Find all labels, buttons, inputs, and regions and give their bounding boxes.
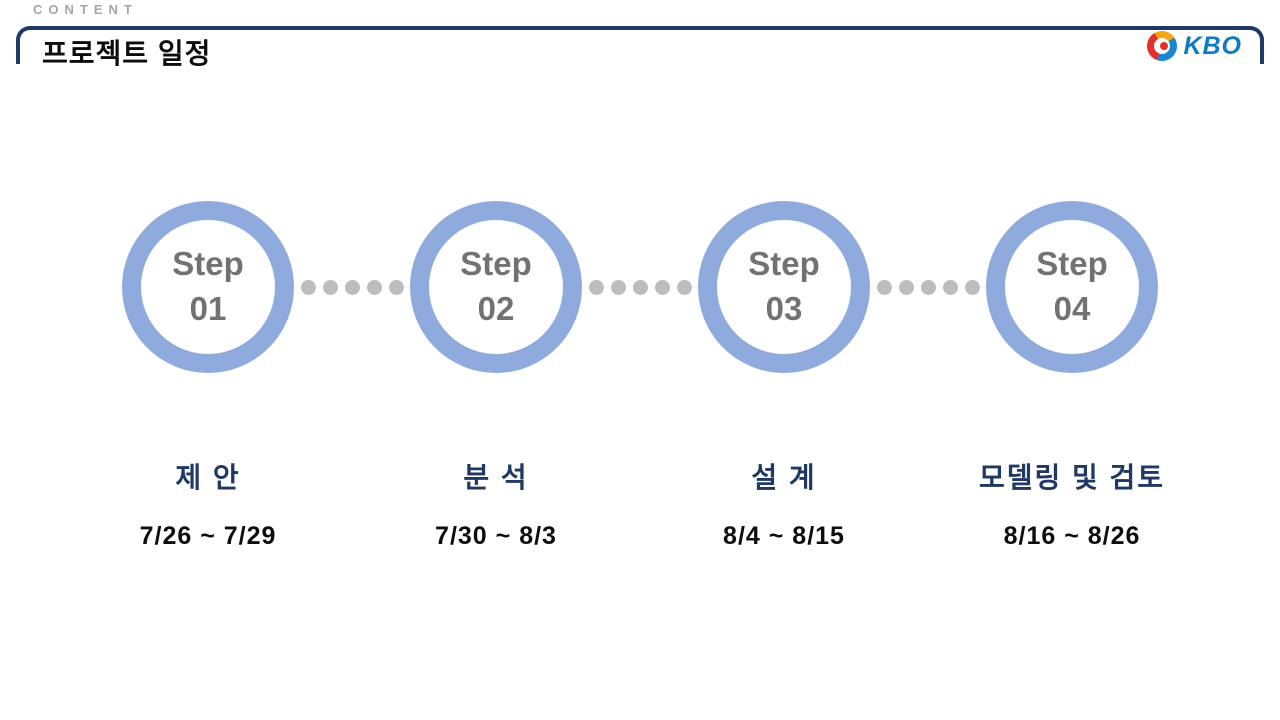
step-column-03: 설 계 8/4 ~ 8/15 bbox=[640, 456, 928, 551]
eyebrow-label: CONTENT bbox=[33, 2, 138, 17]
dot bbox=[610, 279, 626, 295]
dot bbox=[942, 279, 958, 295]
step-label: 제 안 bbox=[175, 462, 241, 493]
dot bbox=[876, 279, 892, 295]
step-column-02: 분 석 7/30 ~ 8/3 bbox=[352, 456, 640, 551]
dot bbox=[920, 279, 936, 295]
step-word: Step bbox=[1036, 245, 1108, 283]
step-word: Step bbox=[748, 245, 820, 283]
step-circle-03: Step 03 bbox=[698, 201, 870, 373]
step-number: 03 bbox=[765, 290, 803, 327]
dot bbox=[344, 279, 360, 295]
dots-connector bbox=[294, 279, 410, 295]
dot bbox=[322, 279, 338, 295]
step-label: 설 계 bbox=[751, 462, 817, 493]
dot bbox=[632, 279, 648, 295]
dot bbox=[388, 279, 404, 295]
dots-connector bbox=[870, 279, 986, 295]
dots-connector bbox=[582, 279, 698, 295]
step-number: 01 bbox=[189, 290, 227, 327]
step-label: 분 석 bbox=[463, 462, 529, 493]
dot bbox=[676, 279, 692, 295]
dot bbox=[300, 279, 316, 295]
dot bbox=[366, 279, 382, 295]
page-title: 프로젝트 일정 bbox=[42, 38, 212, 69]
step-column-01: 제 안 7/26 ~ 7/29 bbox=[64, 456, 352, 551]
step-circle-01: Step 01 bbox=[122, 201, 294, 373]
labels-row: 제 안 7/26 ~ 7/29 분 석 7/30 ~ 8/3 설 계 8/4 ~… bbox=[64, 456, 1216, 551]
step-dates: 8/4 ~ 8/15 bbox=[723, 522, 845, 550]
dot bbox=[898, 279, 914, 295]
step-label: 모델링 및 검토 bbox=[978, 462, 1166, 493]
step-word: Step bbox=[460, 245, 532, 283]
step-number: 04 bbox=[1053, 290, 1091, 327]
step-word: Step bbox=[172, 245, 244, 283]
dot bbox=[588, 279, 604, 295]
step-dates: 8/16 ~ 8/26 bbox=[1003, 522, 1141, 550]
step-circle-02: Step 02 bbox=[410, 201, 582, 373]
title-frame bbox=[16, 26, 1264, 64]
dot bbox=[654, 279, 670, 295]
step-dates: 7/26 ~ 7/29 bbox=[139, 522, 277, 550]
step-dates: 7/30 ~ 8/3 bbox=[435, 522, 557, 550]
step-number: 02 bbox=[477, 290, 515, 327]
step-circle-04: Step 04 bbox=[986, 201, 1158, 373]
kbo-logo-text: KBO bbox=[1183, 31, 1242, 60]
kbo-logo: KBO bbox=[1147, 31, 1242, 61]
step-column-04: 모델링 및 검토 8/16 ~ 8/26 bbox=[928, 456, 1216, 551]
dot bbox=[964, 279, 980, 295]
steps-row: Step 01 Step 02 Step 03 Step 04 bbox=[0, 201, 1280, 373]
kbo-swirl-icon bbox=[1147, 31, 1178, 61]
